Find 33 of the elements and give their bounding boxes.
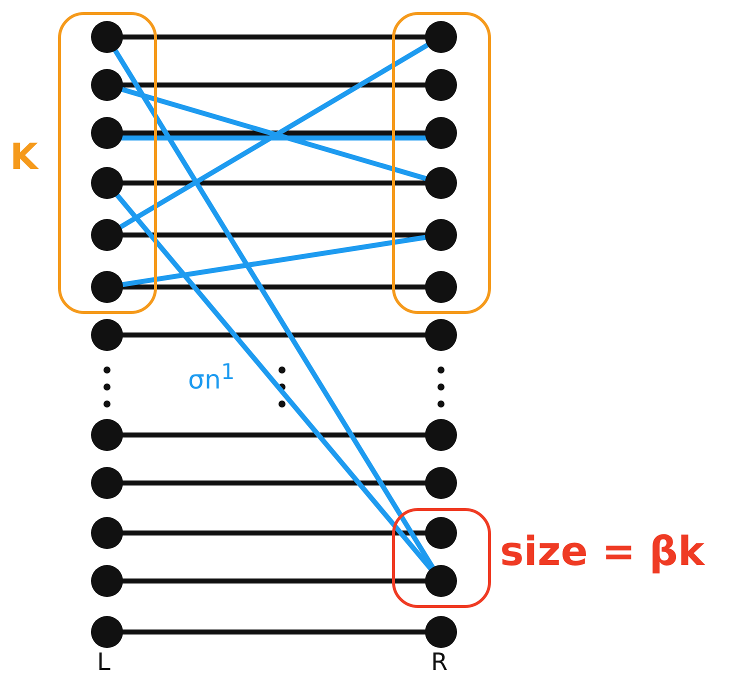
annotation-text: K — [10, 140, 38, 176]
dot — [91, 21, 123, 53]
column-label: R — [431, 650, 448, 674]
dot — [425, 517, 457, 549]
dot — [91, 117, 123, 149]
dot — [91, 616, 123, 648]
dot — [425, 219, 457, 251]
dot — [425, 69, 457, 101]
annotation-text: size = βk — [500, 532, 705, 572]
dot — [425, 21, 457, 53]
dot — [91, 167, 123, 199]
dot — [91, 565, 123, 597]
column-label: L — [97, 650, 110, 674]
dot — [425, 467, 457, 499]
dot — [425, 419, 457, 451]
dot — [425, 616, 457, 648]
dot — [91, 219, 123, 251]
group-outline — [392, 508, 491, 608]
dot — [425, 117, 457, 149]
dot — [91, 271, 123, 303]
group-outline — [392, 12, 491, 314]
dot — [425, 167, 457, 199]
math-symbol: σn$^{1}$ — [188, 362, 235, 394]
dot — [425, 565, 457, 597]
dot — [91, 69, 123, 101]
dot — [425, 319, 457, 351]
dot — [91, 319, 123, 351]
crossing-line — [118, 136, 430, 140]
dot — [91, 517, 123, 549]
dot — [91, 419, 123, 451]
dot — [91, 467, 123, 499]
group-outline — [58, 12, 157, 314]
dot — [425, 271, 457, 303]
